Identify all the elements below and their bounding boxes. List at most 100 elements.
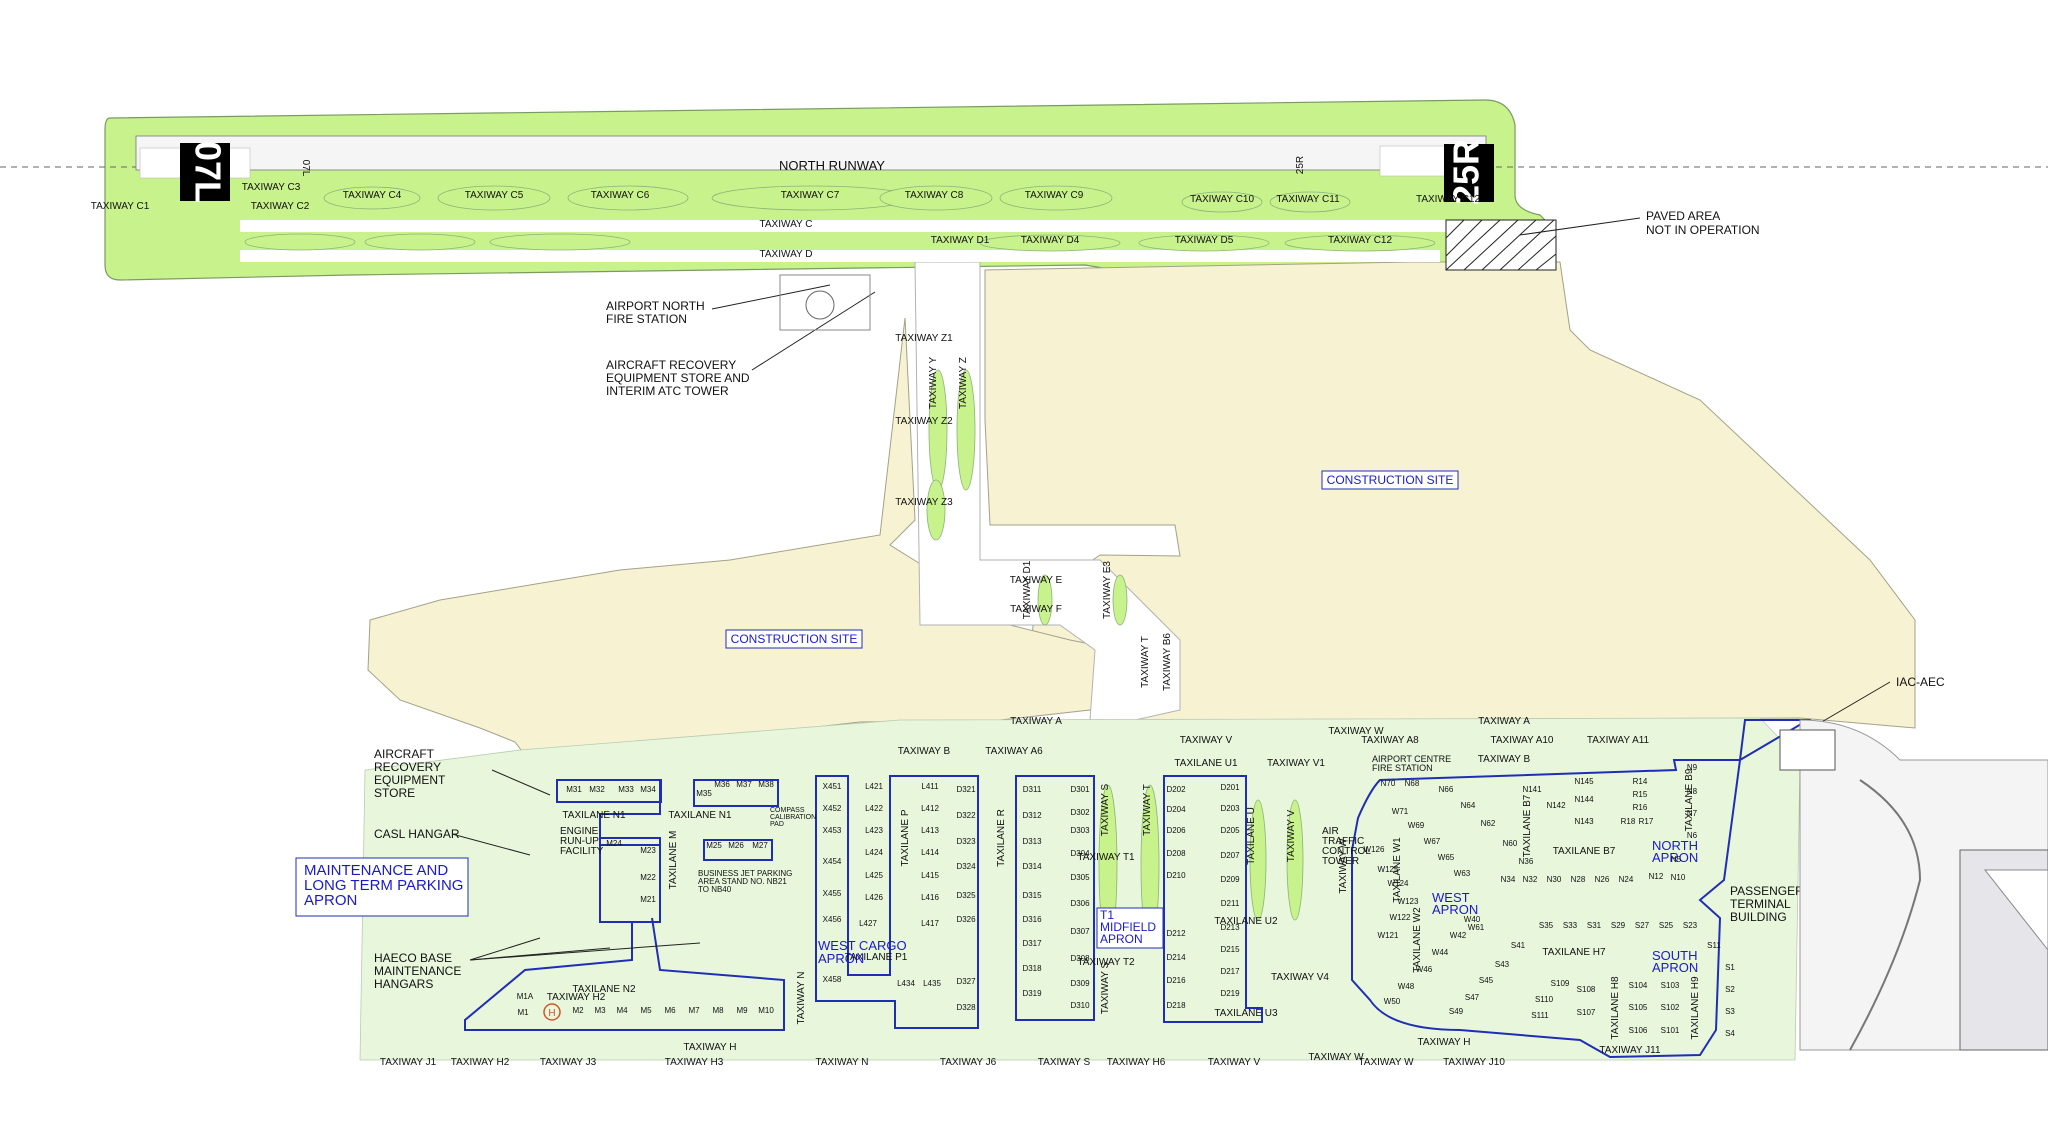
stand-label: D313 bbox=[1022, 837, 1042, 846]
midfield-apron-label: T1 MIDFIELD APRON bbox=[1100, 908, 1159, 946]
stand-label: N68 bbox=[1405, 779, 1420, 788]
taxiway-label: TAXIWAY H6 bbox=[1107, 1057, 1166, 1068]
taxiway-label: TAXIWAY D4 bbox=[1021, 235, 1080, 246]
taxiway-label: TAXIWAY C7 bbox=[781, 190, 840, 201]
recovery-store-label: AIRCRAFT RECOVERY EQUIPMENT STORE bbox=[374, 747, 448, 800]
taxiway-label: TAXILANE N2 bbox=[572, 984, 636, 995]
maintenance-apron-label: MAINTENANCE AND LONG TERM PARKING APRON bbox=[304, 862, 468, 909]
taxiway-label: TAXILANE N1 bbox=[562, 810, 626, 821]
stand-label: M7 bbox=[688, 1006, 700, 1015]
taxiway-label: TAXIWAY C8 bbox=[905, 190, 964, 201]
taxiway-label-vertical: TAXILANE U bbox=[1246, 807, 1257, 865]
stand-label: N9 bbox=[1687, 763, 1698, 772]
stand-label: D319 bbox=[1022, 989, 1042, 998]
stand-label: D203 bbox=[1220, 804, 1240, 813]
fire-station-label: AIRPORT NORTH FIRE STATION bbox=[606, 299, 708, 326]
stand-label: S111 bbox=[1531, 1011, 1549, 1020]
helipad-letter: H bbox=[548, 1008, 555, 1019]
stand-label: N62 bbox=[1481, 819, 1496, 828]
taxiway-label: TAXIWAY T2 bbox=[1077, 957, 1135, 968]
stand-label: S103 bbox=[1661, 981, 1680, 990]
taxiway-label: TAXIWAY A6 bbox=[985, 746, 1043, 757]
stand-label: S101 bbox=[1661, 1026, 1680, 1035]
taxiway-label: TAXIWAY J1 bbox=[380, 1057, 437, 1068]
taxiway-label: TAXIWAY C4 bbox=[343, 190, 402, 201]
stand-label: N24 bbox=[1619, 875, 1634, 884]
taxiway-label: TAXIWAY C2 bbox=[251, 201, 310, 212]
stand-label: N70 bbox=[1381, 779, 1396, 788]
stand-label: N64 bbox=[1461, 801, 1476, 810]
taxiway-labels: TAXIWAY C1 TAXIWAY C2 TAXIWAY C3 TAXIWAY C4… bbox=[91, 182, 1661, 1068]
stand-label: X453 bbox=[823, 826, 842, 835]
stand-label: W50 bbox=[1384, 997, 1401, 1006]
taxiway-label: TAXIWAY C11 bbox=[1276, 194, 1340, 205]
fire-station-building bbox=[805, 290, 835, 320]
stand-label: N66 bbox=[1439, 785, 1454, 794]
stand-label: D217 bbox=[1220, 967, 1240, 976]
stand-label: D209 bbox=[1220, 875, 1240, 884]
stand-label: W61 bbox=[1468, 923, 1485, 932]
stand-label: D301 bbox=[1070, 785, 1090, 794]
helipad-icon bbox=[543, 1003, 561, 1021]
stand-label: N12 bbox=[1649, 872, 1664, 881]
stand-label: D312 bbox=[1022, 811, 1042, 820]
stand-label: M24 bbox=[606, 839, 622, 848]
taxiway-label: TAXIWAY V4 bbox=[1271, 972, 1329, 983]
stand-label: D315 bbox=[1022, 891, 1042, 900]
haeco-leaders bbox=[469, 937, 701, 961]
stand-label: N28 bbox=[1571, 875, 1586, 884]
taxiway-label: TAXIWAY J11 bbox=[1599, 1045, 1661, 1056]
taxiway-label: TAXIWAY C3 bbox=[242, 182, 301, 193]
stand-label: W67 bbox=[1424, 837, 1441, 846]
north-apron-label: NORTH APRON bbox=[1652, 838, 1702, 865]
stand-label: M10 bbox=[758, 1006, 774, 1015]
taxiway-label-vertical: TAXILANE B9 bbox=[1684, 768, 1695, 831]
stand-label: D216 bbox=[1166, 976, 1186, 985]
stand-label: N5 bbox=[1671, 855, 1682, 864]
taxiway-label: TAXIWAY D bbox=[760, 249, 813, 260]
apron-boundaries bbox=[464, 719, 1812, 1059]
taxiway-label: TAXIWAY W bbox=[1308, 1052, 1364, 1063]
taxiway-label: TAXILANE N1 bbox=[668, 810, 732, 821]
taxiway-label-vertical: TAXILANE P bbox=[900, 809, 911, 866]
taxiway-label-vertical: TAXILANE W1 bbox=[1392, 837, 1403, 903]
stand-label: L434 bbox=[897, 979, 915, 988]
stand-label: S105 bbox=[1629, 1003, 1648, 1012]
west-north-south-apron-boundary bbox=[1351, 719, 1812, 1059]
stand-label: D325 bbox=[956, 891, 976, 900]
taxiway-label-vertical: TAXIWAY E3 bbox=[1102, 561, 1113, 619]
stand-label: S110 bbox=[1535, 995, 1554, 1004]
stand-label: S25 bbox=[1659, 921, 1674, 930]
terminal-label: PASSENGER TERMINAL BUILDING bbox=[1730, 884, 1807, 924]
midfield-apron-box bbox=[1096, 907, 1164, 949]
taxiway-label: TAXIWAY C1 bbox=[91, 201, 150, 212]
stand-label: N6 bbox=[1687, 831, 1698, 840]
taxiway-label: TAXIWAY J3 bbox=[540, 1057, 597, 1068]
stand-label: N145 bbox=[1574, 777, 1594, 786]
stand-label: X458 bbox=[823, 975, 842, 984]
stand-label: M5 bbox=[640, 1006, 652, 1015]
stand-label: S4 bbox=[1725, 1029, 1735, 1038]
west-apron-label: WEST APRON bbox=[1432, 890, 1478, 917]
taxiway-label: TAXIWAY H3 bbox=[665, 1057, 724, 1068]
stand-label: D324 bbox=[956, 862, 976, 871]
stand-label: D219 bbox=[1220, 989, 1240, 998]
stand-label: W48 bbox=[1398, 982, 1415, 991]
stand-label: M1 bbox=[517, 1008, 529, 1017]
paved-area-hatched bbox=[1445, 219, 1557, 271]
stand-label: M6 bbox=[664, 1006, 676, 1015]
stand-label: D212 bbox=[1166, 929, 1186, 938]
taxiway-label-vertical: TAXILANE R bbox=[996, 809, 1007, 867]
taxiway-label: TAXIWAY C6 bbox=[591, 190, 650, 201]
midfield-boundary-b bbox=[1163, 775, 1263, 1023]
bizjet-label: BUSINESS JET PARKING AREA STAND NO. NB21… bbox=[698, 869, 795, 894]
taxiway-label: TAXILANE H7 bbox=[1542, 947, 1606, 958]
taxiway-label-vertical: TAXIWAY T bbox=[1142, 784, 1153, 836]
stand-label: W63 bbox=[1454, 869, 1471, 878]
stand-label: D322 bbox=[956, 811, 976, 820]
stand-label: D311 bbox=[1023, 785, 1042, 794]
taxiway-label: TAXILANE B7 bbox=[1553, 846, 1616, 857]
stand-label: X454 bbox=[823, 857, 842, 866]
stand-label: N10 bbox=[1671, 873, 1686, 882]
taxiway-label: TAXIWAY D5 bbox=[1175, 235, 1234, 246]
